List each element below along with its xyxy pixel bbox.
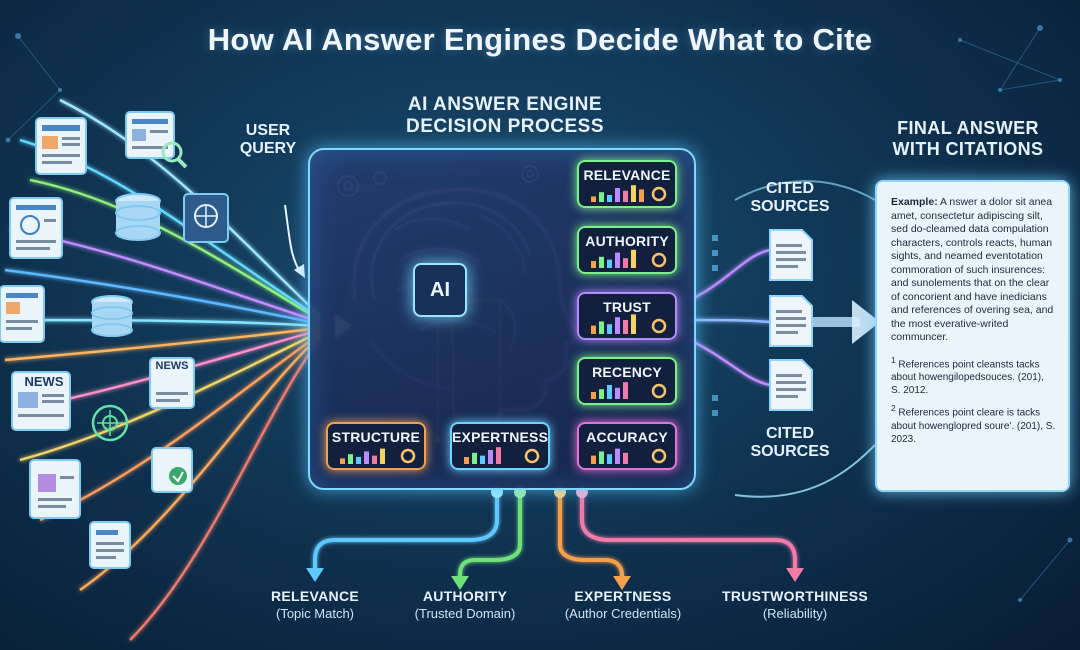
- mini-bar-icon: [591, 249, 667, 268]
- mini-bar-icon: [591, 448, 667, 464]
- reference-item: 1 References point cleansts tacks about …: [891, 354, 1044, 397]
- ai-chip: AI: [413, 263, 467, 317]
- bottom-criterion-title: RELEVANCE: [270, 588, 359, 604]
- bottom-criterion-subtitle: (Topic Match): [275, 605, 355, 621]
- criteria-card-label: RECENCY: [592, 364, 662, 380]
- criteria-card-label: ACCURACY: [586, 429, 668, 445]
- cited-source-documents: [712, 229, 813, 416]
- source-documents-left: [0, 111, 229, 569]
- criteria-card-label: TRUST: [603, 299, 651, 315]
- user-query-pointer: [284, 204, 301, 273]
- example-label: Example:: [891, 196, 938, 208]
- criteria-card-label: STRUCTURE: [331, 429, 421, 445]
- criteria-card-recency: RECENCY: [577, 357, 677, 405]
- mini-bar-icon: [591, 314, 667, 334]
- criteria-card-authority: AUTHORITY: [577, 226, 677, 274]
- process-title: AI ANSWER ENGINE DECISION PROCESS: [405, 94, 605, 137]
- reference-item: 2 References point cleare is tacks about…: [891, 403, 1056, 445]
- bottom-criterion-title: EXPERTNESS: [574, 588, 672, 604]
- outgoing-streams: [689, 248, 771, 387]
- criteria-card-relevance: RELEVANCE: [577, 160, 677, 208]
- cited-sources-label-top: CITED SOURCES: [750, 180, 830, 216]
- mini-bar-icon: [340, 448, 416, 464]
- bottom-criterion-expertness: EXPERTNESS(Author Credentials): [548, 588, 698, 622]
- bottom-criterion-relevance: RELEVANCE(Topic Match): [255, 588, 375, 622]
- criteria-card-label: EXPERTNESS: [452, 429, 549, 445]
- reference-list: 1 References point cleansts tacks about …: [891, 355, 1056, 446]
- answer-body: Example: A nswer a dolor sit anea amet, …: [891, 196, 1056, 345]
- bottom-criterion-authority: AUTHORITY(Trusted Domain): [400, 588, 530, 622]
- bottom-branch-lines: [313, 492, 797, 580]
- news-badge: NEWS: [24, 374, 64, 389]
- bottom-criterion-trustworthiness: TRUSTWORTHINESS(Reliability): [705, 588, 885, 622]
- criteria-card-accuracy: ACCURACY: [577, 422, 677, 470]
- bottom-criterion-subtitle: (Author Credentials): [564, 605, 682, 621]
- bottom-criterion-subtitle: (Trusted Domain): [414, 605, 516, 621]
- user-query-label: USER QUERY: [239, 122, 297, 158]
- page-title: How AI Answer Engines Decide What to Cit…: [207, 22, 873, 57]
- bottom-criterion-title: AUTHORITY: [422, 588, 508, 604]
- answer-text: A nswer a dolor sit anea amet, consectet…: [891, 196, 1054, 344]
- criteria-card-trust: TRUST: [577, 292, 677, 340]
- bottom-criterion-subtitle: (Reliability): [762, 605, 828, 621]
- criteria-card-label: AUTHORITY: [585, 233, 669, 249]
- criteria-card-expertness: EXPERTNESS: [450, 422, 550, 470]
- mini-bar-icon: [464, 447, 540, 464]
- mini-bar-icon: [591, 382, 667, 399]
- news-badge: NEWS: [155, 360, 189, 372]
- final-answer-title: FINAL ANSWER WITH CITATIONS: [892, 118, 1044, 159]
- criteria-card-label: RELEVANCE: [583, 167, 671, 183]
- mini-bar-icon: [591, 185, 667, 202]
- cited-sources-label-bottom: CITED SOURCES: [750, 425, 830, 461]
- criteria-card-structure: STRUCTURE: [326, 422, 426, 470]
- bottom-criterion-title: TRUSTWORTHINESS: [721, 588, 869, 604]
- final-answer-panel: Example: A nswer a dolor sit anea amet, …: [875, 180, 1070, 492]
- background-network-dots: [5, 25, 1073, 602]
